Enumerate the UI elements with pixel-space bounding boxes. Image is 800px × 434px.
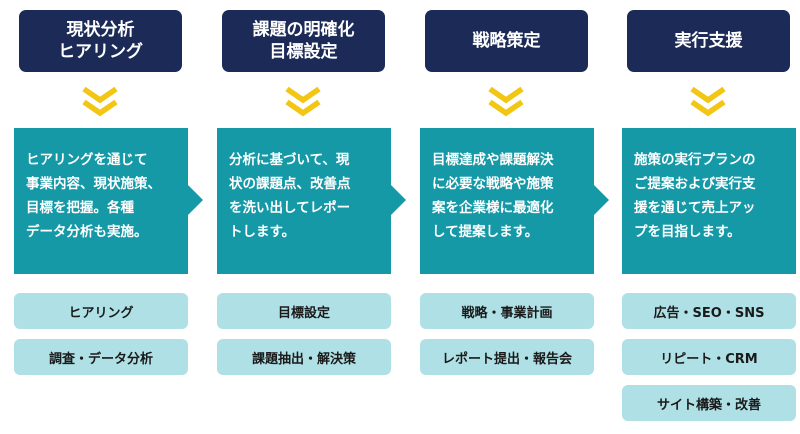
- step-description: 分析に基づいて、現 状の課題点、改善点 を洗い出してレポー トします。: [217, 128, 391, 274]
- arrow-right-icon: [594, 185, 609, 215]
- tag-item: 課題抽出・解決策: [217, 339, 391, 375]
- step-description: ヒアリングを通じて 事業内容、現状施策、 目標を把握。各種 データ分析も実施。: [14, 128, 188, 274]
- tag-item: 広告・SEO・SNS: [622, 293, 796, 329]
- chevron-down-icon: [285, 86, 321, 117]
- tag-list: ヒアリング 調査・データ分析: [14, 293, 188, 385]
- step-description: 目標達成や課題解決 に必要な戦略や施策 案を企業様に最適化 して提案します。: [420, 128, 594, 274]
- tag-list: 目標設定 課題抽出・解決策: [217, 293, 391, 385]
- tag-item: 調査・データ分析: [14, 339, 188, 375]
- tag-item: ヒアリング: [14, 293, 188, 329]
- step-title: 実行支援: [627, 10, 790, 72]
- tag-item: レポート提出・報告会: [420, 339, 594, 375]
- tag-item: 戦略・事業計画: [420, 293, 594, 329]
- step-title: 現状分析 ヒアリング: [19, 10, 182, 72]
- tag-item: サイト構築・改善: [622, 385, 796, 421]
- chevron-down-icon: [690, 86, 726, 117]
- tag-list: 戦略・事業計画 レポート提出・報告会: [420, 293, 594, 385]
- arrow-right-icon: [188, 185, 203, 215]
- step-description: 施策の実行プランの ご提案および実行支 援を通じて売上アッ プを目指します。: [622, 128, 796, 274]
- step-title: 課題の明確化 目標設定: [222, 10, 385, 72]
- chevron-down-icon: [488, 86, 524, 117]
- arrow-right-icon: [391, 185, 406, 215]
- process-flow: 現状分析 ヒアリング ヒアリングを通じて 事業内容、現状施策、 目標を把握。各種…: [14, 0, 796, 434]
- tag-item: 目標設定: [217, 293, 391, 329]
- step-title: 戦略策定: [425, 10, 588, 72]
- chevron-down-icon: [82, 86, 118, 117]
- tag-item: リピート・CRM: [622, 339, 796, 375]
- tag-list: 広告・SEO・SNS リピート・CRM サイト構築・改善: [622, 293, 796, 431]
